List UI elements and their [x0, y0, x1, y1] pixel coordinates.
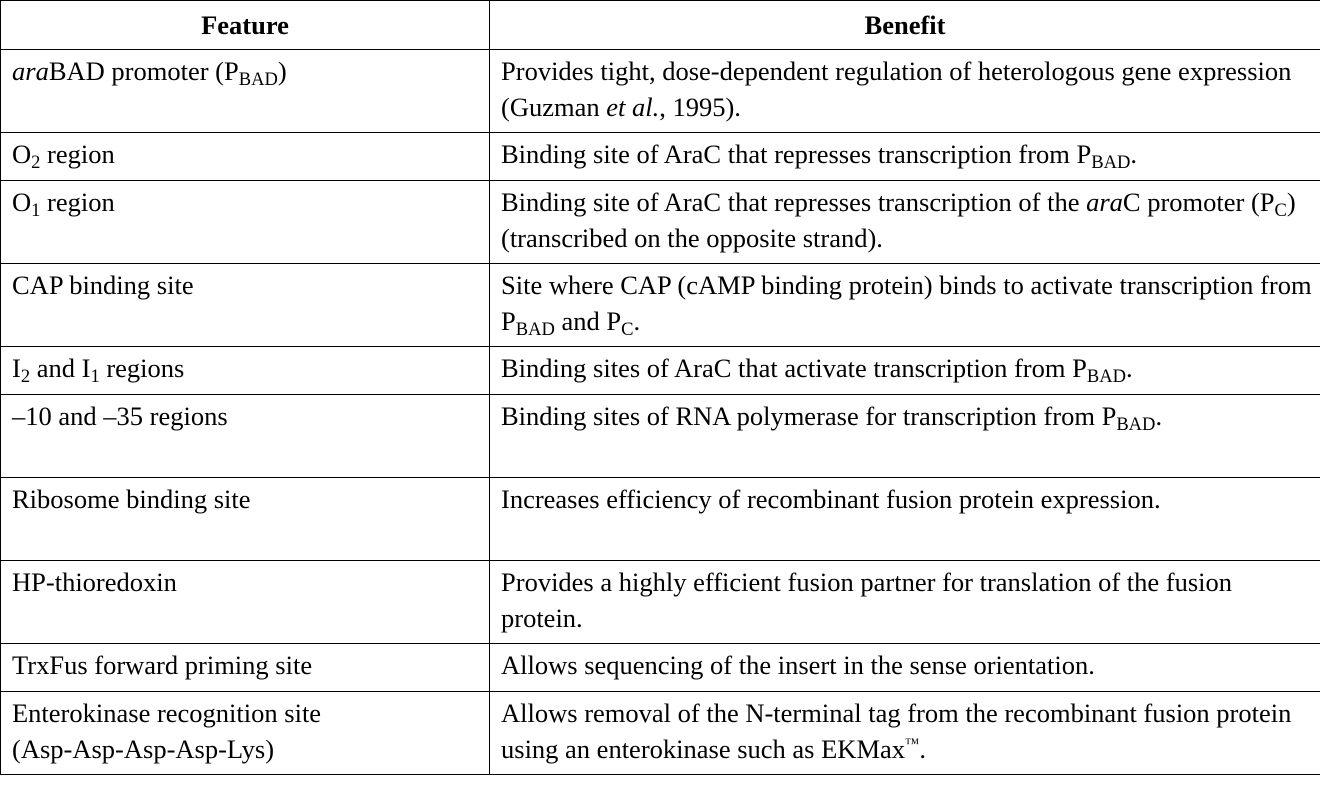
table-row: Enterokinase recognition site(Asp-Asp-As…	[0, 691, 1320, 775]
feature-benefit-table: Feature Benefit araBAD promoter (PBAD) P…	[0, 0, 1320, 775]
feature-cell: TrxFus forward priming site	[0, 643, 490, 692]
benefit-cell: Binding site of AraC that represses tran…	[489, 132, 1320, 181]
table-row: O1 region Binding site of AraC that repr…	[0, 180, 1320, 264]
feature-cell: Ribosome binding site	[0, 477, 490, 561]
feature-cell: CAP binding site	[0, 263, 490, 347]
benefit-cell: Allows removal of the N-terminal tag fro…	[489, 691, 1320, 775]
benefit-cell: Binding sites of AraC that activate tran…	[489, 346, 1320, 395]
benefit-cell: Provides tight, dose-dependent regulatio…	[489, 49, 1320, 133]
feature-column-header: Feature	[0, 0, 490, 50]
table-row: HP-thioredoxin Provides a highly efficie…	[0, 560, 1320, 644]
benefit-column-header: Benefit	[489, 0, 1320, 50]
benefit-cell: Binding sites of RNA polymerase for tran…	[489, 394, 1320, 478]
table-row: I2 and I1 regions Binding sites of AraC …	[0, 346, 1320, 395]
benefit-cell: Binding site of AraC that represses tran…	[489, 180, 1320, 264]
table-row: TrxFus forward priming site Allows seque…	[0, 643, 1320, 692]
table-row: O2 region Binding site of AraC that repr…	[0, 132, 1320, 181]
table-row: –10 and –35 regions Binding sites of RNA…	[0, 394, 1320, 478]
feature-cell: –10 and –35 regions	[0, 394, 490, 478]
benefit-cell: Site where CAP (cAMP binding protein) bi…	[489, 263, 1320, 347]
benefit-cell: Increases efficiency of recombinant fusi…	[489, 477, 1320, 561]
feature-cell: HP-thioredoxin	[0, 560, 490, 644]
table-row: araBAD promoter (PBAD) Provides tight, d…	[0, 49, 1320, 133]
benefit-cell: Allows sequencing of the insert in the s…	[489, 643, 1320, 692]
feature-cell: araBAD promoter (PBAD)	[0, 49, 490, 133]
feature-cell: Enterokinase recognition site(Asp-Asp-As…	[0, 691, 490, 775]
table-row: Ribosome binding site Increases efficien…	[0, 477, 1320, 561]
feature-cell: I2 and I1 regions	[0, 346, 490, 395]
benefit-cell: Provides a highly efficient fusion partn…	[489, 560, 1320, 644]
feature-cell: O2 region	[0, 132, 490, 181]
table-header-row: Feature Benefit	[0, 0, 1320, 50]
feature-cell: O1 region	[0, 180, 490, 264]
table-row: CAP binding site Site where CAP (cAMP bi…	[0, 263, 1320, 347]
